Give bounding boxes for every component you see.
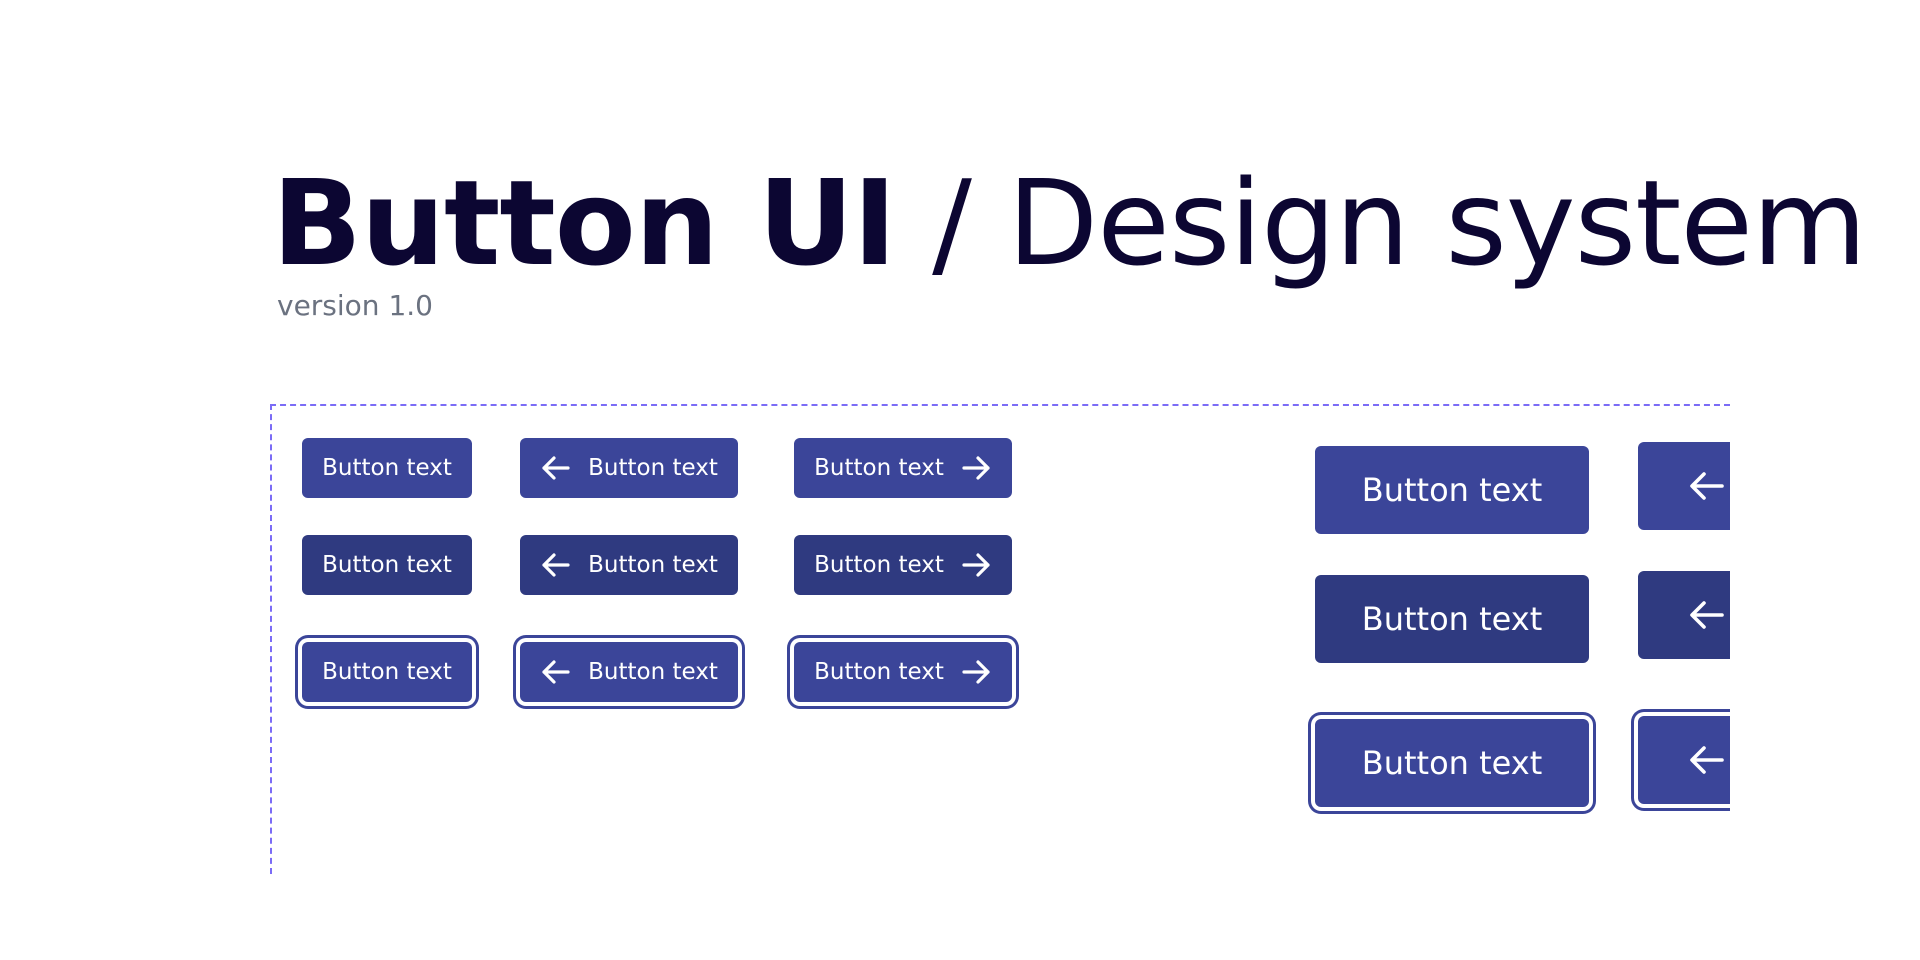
button-label: Button text xyxy=(322,552,452,578)
button-label: Button text xyxy=(814,552,944,578)
small-button-focus[interactable]: Button text xyxy=(302,642,472,702)
large-button-icon-left-pressed[interactable]: Button text xyxy=(1638,571,1730,659)
arrow-right-icon xyxy=(962,456,990,480)
button-label: Button text xyxy=(814,455,944,481)
small-button-icon-right-focus[interactable]: Button text xyxy=(794,642,1012,702)
page-title-light: / Design system xyxy=(895,154,1867,292)
arrow-left-icon xyxy=(1690,746,1724,774)
button-label: Button text xyxy=(588,659,718,685)
button-showcase-frame: Button text Button text Button text Butt… xyxy=(270,404,1730,874)
button-label: Button text xyxy=(1361,471,1543,509)
small-button-icon-right-default[interactable]: Button text xyxy=(794,438,1012,498)
small-button-pressed[interactable]: Button text xyxy=(302,535,472,595)
small-button-icon-left-focus[interactable]: Button text xyxy=(520,642,738,702)
arrow-right-icon xyxy=(962,553,990,577)
button-label: Button text xyxy=(322,659,452,685)
page-title: Button UI / Design system xyxy=(272,148,1867,298)
button-label: Button text xyxy=(1361,600,1543,638)
button-label: Button text xyxy=(1361,744,1543,782)
button-label: Button text xyxy=(322,455,452,481)
small-button-icon-left-default[interactable]: Button text xyxy=(520,438,738,498)
large-button-icon-left-default[interactable]: Button text xyxy=(1638,442,1730,530)
button-label: Button text xyxy=(814,659,944,685)
small-button-icon-right-pressed[interactable]: Button text xyxy=(794,535,1012,595)
small-button-default[interactable]: Button text xyxy=(302,438,472,498)
arrow-left-icon xyxy=(542,660,570,684)
arrow-left-icon xyxy=(542,456,570,480)
large-button-icon-left-focus[interactable]: Button text xyxy=(1638,716,1730,804)
button-label: Button text xyxy=(588,552,718,578)
arrow-left-icon xyxy=(542,553,570,577)
arrow-left-icon xyxy=(1690,472,1724,500)
button-label: Button text xyxy=(588,455,718,481)
arrow-left-icon xyxy=(1690,601,1724,629)
version-label: version 1.0 xyxy=(277,289,433,322)
large-button-focus[interactable]: Button text xyxy=(1315,719,1589,807)
small-button-icon-left-pressed[interactable]: Button text xyxy=(520,535,738,595)
page-title-bold: Button UI xyxy=(272,154,897,292)
arrow-right-icon xyxy=(962,660,990,684)
large-button-default[interactable]: Button text xyxy=(1315,446,1589,534)
large-button-pressed[interactable]: Button text xyxy=(1315,575,1589,663)
